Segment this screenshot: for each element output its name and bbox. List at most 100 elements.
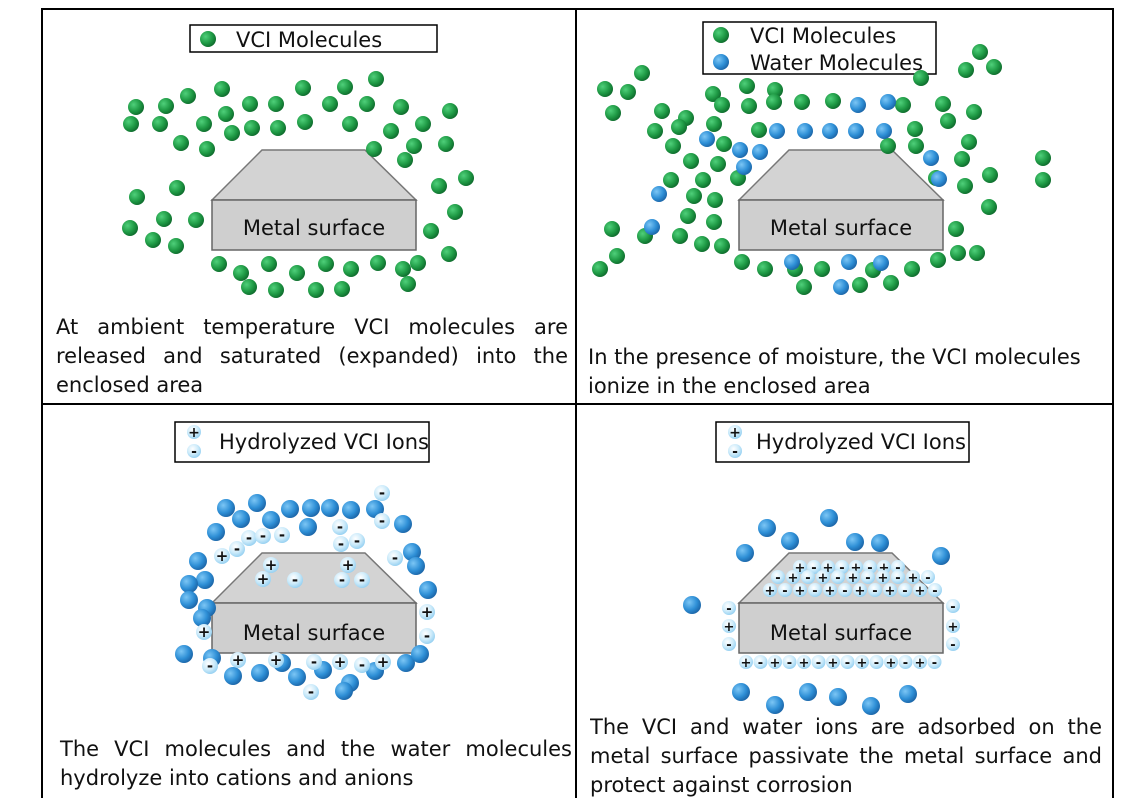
vci-molecule	[1035, 150, 1051, 166]
vci-molecule	[766, 94, 782, 110]
vci-molecule	[597, 81, 613, 97]
water-molecule	[281, 500, 299, 518]
anion-ion	[840, 655, 855, 669]
plus-sign: +	[232, 651, 245, 669]
minus-sign: -	[775, 571, 780, 586]
vci-molecule	[169, 180, 185, 196]
vci-molecule	[694, 236, 710, 252]
water-molecule	[175, 645, 193, 663]
vci-molecule	[447, 204, 463, 220]
vci-molecule	[950, 245, 966, 261]
metal-block-panel-1: Metal surface	[210, 149, 418, 251]
vci-molecule	[935, 96, 951, 112]
water-molecule	[820, 509, 838, 527]
anion-ion	[255, 528, 271, 544]
plus-sign: +	[270, 651, 283, 669]
cation-ion	[913, 655, 927, 669]
anion-ion	[332, 519, 348, 535]
metal-block-panel-3: Metal surface	[210, 552, 418, 654]
vci-molecule	[663, 172, 679, 188]
vci-molecule	[954, 151, 970, 167]
cation-ion	[853, 583, 867, 597]
minus-sign: -	[758, 656, 763, 671]
cation-ion	[230, 652, 246, 668]
cation-ion	[763, 583, 777, 597]
water-molecule	[871, 534, 889, 552]
minus-sign: -	[925, 571, 930, 586]
caption-panel-2: In the presence of moisture, the VCI mol…	[588, 345, 1081, 398]
vci-molecule	[368, 71, 384, 87]
minus-sign: -	[279, 526, 285, 544]
minus-sign: -	[816, 656, 821, 671]
anion-ion	[946, 637, 960, 651]
anion-ion	[831, 570, 845, 584]
vci-molecule	[734, 254, 750, 270]
minus-sign: -	[359, 656, 365, 674]
metal-block-panel-2: Metal surface	[737, 149, 945, 251]
plus-sign: +	[879, 561, 890, 576]
vci-molecule	[969, 245, 985, 261]
plus-sign: +	[765, 584, 776, 599]
vci-molecule	[289, 265, 305, 281]
legend-vci-label: VCI Molecules	[236, 28, 382, 52]
vci-molecule	[214, 81, 230, 97]
anion-ion	[354, 657, 370, 673]
anion-ion	[753, 655, 768, 669]
vci-molecule	[211, 256, 227, 272]
minus-sign: -	[932, 656, 937, 671]
legend-panel-4: + - Hydrolyzed VCI Ions	[715, 421, 970, 463]
water-molecule	[923, 150, 939, 166]
plus-sign: +	[948, 620, 959, 635]
vci-molecule	[654, 103, 670, 119]
minus-sign: -	[950, 600, 955, 615]
water-molecule	[180, 575, 198, 593]
water-molecule	[736, 159, 752, 175]
anion-ion	[921, 570, 935, 584]
vci-molecule	[233, 265, 249, 281]
water-molecule	[232, 510, 250, 528]
cation-ion	[913, 583, 927, 597]
water-molecule	[932, 547, 950, 565]
vci-molecule	[224, 125, 240, 141]
cation-ion	[946, 619, 960, 633]
water-molecule	[781, 532, 799, 550]
water-molecule	[736, 544, 754, 562]
vci-molecule	[173, 135, 189, 151]
water-molecule	[207, 523, 225, 541]
vci-molecule	[716, 136, 732, 152]
anion-ion	[241, 530, 257, 546]
minus-sign: -	[932, 584, 937, 599]
anion-ion	[891, 570, 905, 584]
minus-sign: -	[292, 571, 298, 589]
caption-panel-4: The VCI and water ions are adsorbed on t…	[590, 715, 1102, 797]
vci-molecule	[634, 65, 650, 81]
legend-vci-dot	[200, 31, 216, 47]
cation-ion	[786, 570, 800, 584]
water-molecule	[288, 668, 306, 686]
vci-molecule	[423, 223, 439, 239]
legend-minus-sign: -	[732, 444, 738, 460]
vci-molecule	[880, 138, 896, 154]
vci-molecule	[609, 248, 625, 264]
plus-sign: +	[885, 584, 896, 599]
vci-molecule	[268, 282, 284, 298]
water-molecule	[683, 596, 701, 614]
vci-molecule	[128, 99, 144, 115]
anion-ion	[419, 628, 435, 644]
vci-molecule	[196, 116, 212, 132]
vci-molecule	[957, 178, 973, 194]
water-molecule	[931, 171, 947, 187]
cation-ion	[768, 655, 782, 669]
vci-molecule	[337, 79, 353, 95]
vci-molecule	[895, 97, 911, 113]
vci-molecule	[343, 261, 359, 277]
vci-molecule	[370, 255, 386, 271]
legend-hydrolyzed-label: Hydrolyzed VCI Ions	[756, 430, 966, 454]
cation-ion	[214, 548, 230, 564]
plus-sign: +	[265, 556, 278, 574]
cation-ion	[722, 619, 736, 633]
minus-sign: -	[950, 638, 955, 653]
water-molecule	[189, 552, 207, 570]
vci-molecule	[441, 246, 457, 262]
minus-sign: -	[392, 549, 398, 567]
